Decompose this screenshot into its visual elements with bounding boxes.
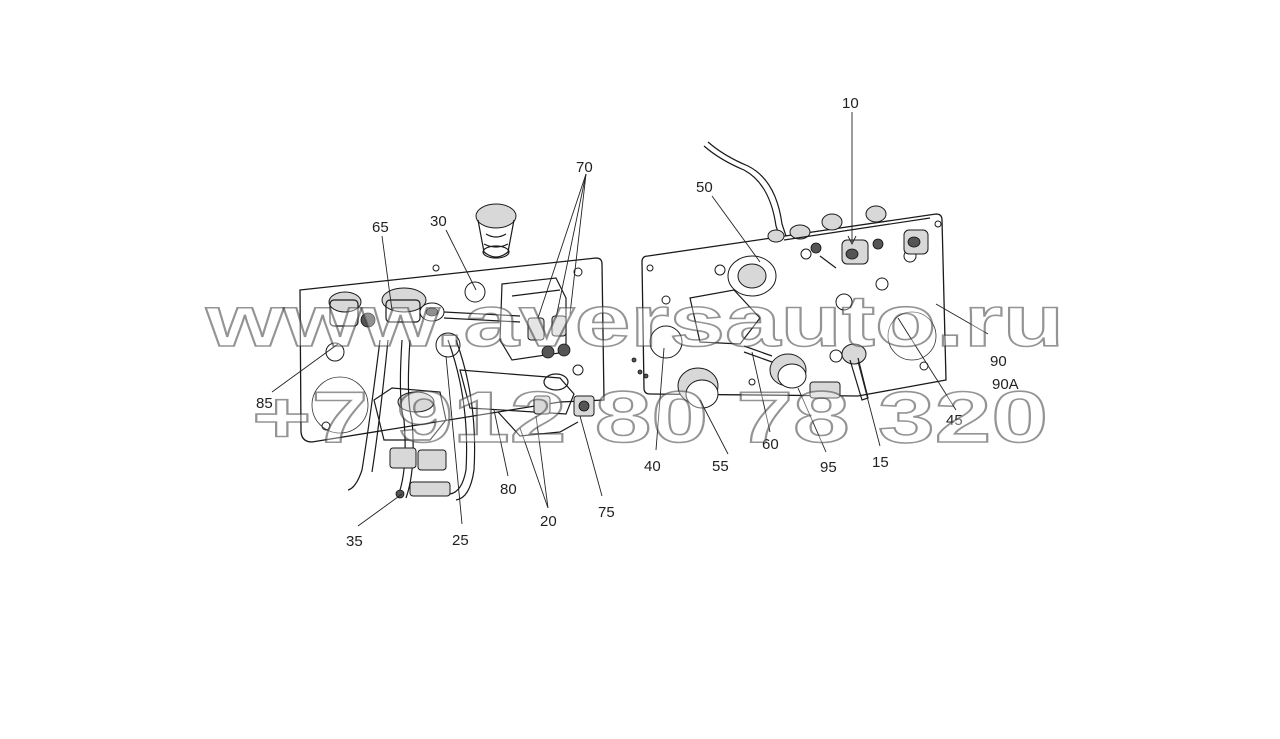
cable bbox=[703, 141, 787, 239]
callout-65: 65 bbox=[372, 219, 389, 236]
watermark-site: www.aversauto.ru bbox=[205, 282, 1064, 362]
callout-60: 60 bbox=[762, 436, 779, 453]
callout-80: 80 bbox=[500, 481, 517, 498]
callout-55: 55 bbox=[712, 458, 729, 475]
callout-70: 70 bbox=[576, 159, 593, 176]
callout-45: 45 bbox=[946, 412, 963, 429]
callout-20: 20 bbox=[540, 513, 557, 530]
lever bbox=[809, 343, 869, 401]
fitting-block bbox=[499, 277, 571, 361]
callout-95: 95 bbox=[820, 459, 837, 476]
valve-cluster-left bbox=[328, 287, 521, 328]
callout-35: 35 bbox=[346, 533, 363, 550]
callout-30: 30 bbox=[430, 213, 447, 230]
callout-25: 25 bbox=[452, 532, 469, 549]
callout-50: 50 bbox=[696, 179, 713, 196]
left-panel-assembly bbox=[299, 203, 605, 501]
handle-knob bbox=[475, 203, 517, 259]
leader-lines bbox=[271, 112, 989, 527]
callout-90: 90 bbox=[990, 353, 1007, 370]
callout-10: 10 bbox=[842, 95, 859, 112]
watermark: www.aversauto.ru +7 912 80 78 320 bbox=[204, 281, 1065, 459]
callout-85: 85 bbox=[256, 395, 273, 412]
lower-knobs bbox=[677, 345, 807, 409]
lower-valve-assembly bbox=[347, 339, 595, 501]
right-mounting-plate bbox=[641, 213, 947, 397]
main-valve bbox=[649, 255, 777, 359]
callout-15: 15 bbox=[872, 454, 889, 471]
right-panel-assembly bbox=[631, 141, 947, 409]
callout-75: 75 bbox=[598, 504, 615, 521]
callout-40: 40 bbox=[644, 458, 661, 475]
callouts: 10 50 70 30 65 90 90A 45 85 40 55 60 95 … bbox=[256, 95, 1019, 550]
callout-90a: 90A bbox=[992, 376, 1019, 393]
top-connector-row bbox=[767, 205, 931, 269]
watermark-phone: +7 912 80 78 320 bbox=[252, 378, 1048, 458]
